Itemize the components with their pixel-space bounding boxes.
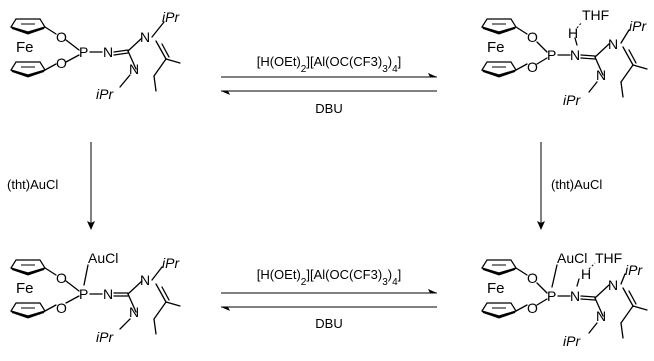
oxygen-label-upper: O [56,270,67,286]
top-forward-reagent: [H(OEt)2][Al(OC(CF3)3)4] [257,54,402,75]
ring-nitrogen-upper: N [140,272,150,288]
iron-label: Fe [16,280,34,297]
ring-nitrogen-lower: N [596,67,606,83]
molecule-bottom-right: Fe O O P AuCl N H THF N N iPr iPr [481,250,648,349]
oxygen-label-lower: O [56,300,67,316]
left-down-reagent: (tht)AuCl [7,177,58,192]
gold-chloride-label: AuCl [557,250,587,266]
bottom-reverse-reagent: DBU [315,316,342,331]
proton-label: H [581,266,591,282]
ring-nitrogen-upper: N [140,29,150,45]
thf-label: THF [582,7,609,23]
phosphorus-label: P [79,44,88,60]
proton-label: H [568,25,578,41]
ring-nitrogen-upper: N [608,277,618,293]
left-vertical-arrow: (tht)AuCl [7,142,95,230]
ring-nitrogen-upper: N [608,36,618,52]
top-equilibrium-arrows: [H(OEt)2][Al(OC(CF3)3)4] DBU [221,54,437,116]
iron-label: Fe [487,39,505,56]
cyclopentadienyl-ring-upper [481,259,517,277]
bottom-forward-reagent: [H(OEt)2][Al(OC(CF3)3)4] [257,267,402,288]
isopropyl-label-lower: iPr [96,329,114,345]
imine-nitrogen-label: N [103,44,113,60]
iron-label: Fe [16,39,34,56]
ring-nitrogen-lower: N [596,308,606,324]
isopropyl-label-upper: iPr [629,18,647,34]
right-vertical-arrow: (tht)AuCl [537,142,602,230]
cyclopentadienyl-ring-lower [481,61,517,79]
cyclopentadienyl-ring-upper [481,18,517,36]
imine-nitrogen-label: N [570,288,580,304]
molecule-top-left: Fe O O P N N N iPr iPr [10,9,181,102]
top-reverse-reagent: DBU [315,101,342,116]
right-down-reagent: (tht)AuCl [551,177,602,192]
arrowhead-left-icon [221,91,230,95]
cyclopentadienyl-ring-upper [10,18,46,36]
isopropyl-label-upper: iPr [625,262,643,278]
ring-nitrogen-lower: N [129,304,139,320]
phosphorus-label: P [547,47,556,63]
cyclopentadienyl-ring-lower [481,302,517,320]
isopropyl-label-upper: iPr [162,255,180,271]
thf-label: THF [595,250,622,266]
oxygen-label-upper: O [527,270,538,286]
oxygen-label-lower: O [527,59,538,75]
molecule-top-right: Fe O O P N H THF N N iPr iPr [481,7,648,108]
ring-nitrogen-lower: N [129,61,139,77]
phosphorus-label: P [547,288,556,304]
oxygen-label-lower: O [56,55,67,71]
oxygen-label-lower: O [527,300,538,316]
isopropyl-label-lower: iPr [96,86,114,102]
cyclopentadienyl-ring-upper [10,259,46,277]
isopropyl-label-upper: iPr [162,9,180,25]
arrowhead-left-icon [221,307,230,311]
molecule-bottom-left: Fe O O P AuCl N N N iPr iPr [10,250,181,345]
oxygen-label-upper: O [56,29,67,45]
cyclopentadienyl-ring-lower [10,302,46,320]
arrowhead-right-icon [428,289,437,293]
cyclopentadienyl-ring-lower [10,61,46,79]
oxygen-label-upper: O [527,29,538,45]
arrowhead-down-icon [537,221,545,230]
iron-label: Fe [487,280,505,297]
gold-chloride-label: AuCl [88,250,118,266]
arrowhead-down-icon [87,221,95,230]
phosphorus-label: P [79,286,88,302]
imine-nitrogen-label: N [570,47,580,63]
bottom-equilibrium-arrows: [H(OEt)2][Al(OC(CF3)3)4] DBU [221,267,437,331]
isopropyl-label-lower: iPr [563,92,581,108]
arrowhead-right-icon [428,73,437,77]
imine-nitrogen-label: N [103,286,113,302]
isopropyl-label-lower: iPr [563,333,581,349]
